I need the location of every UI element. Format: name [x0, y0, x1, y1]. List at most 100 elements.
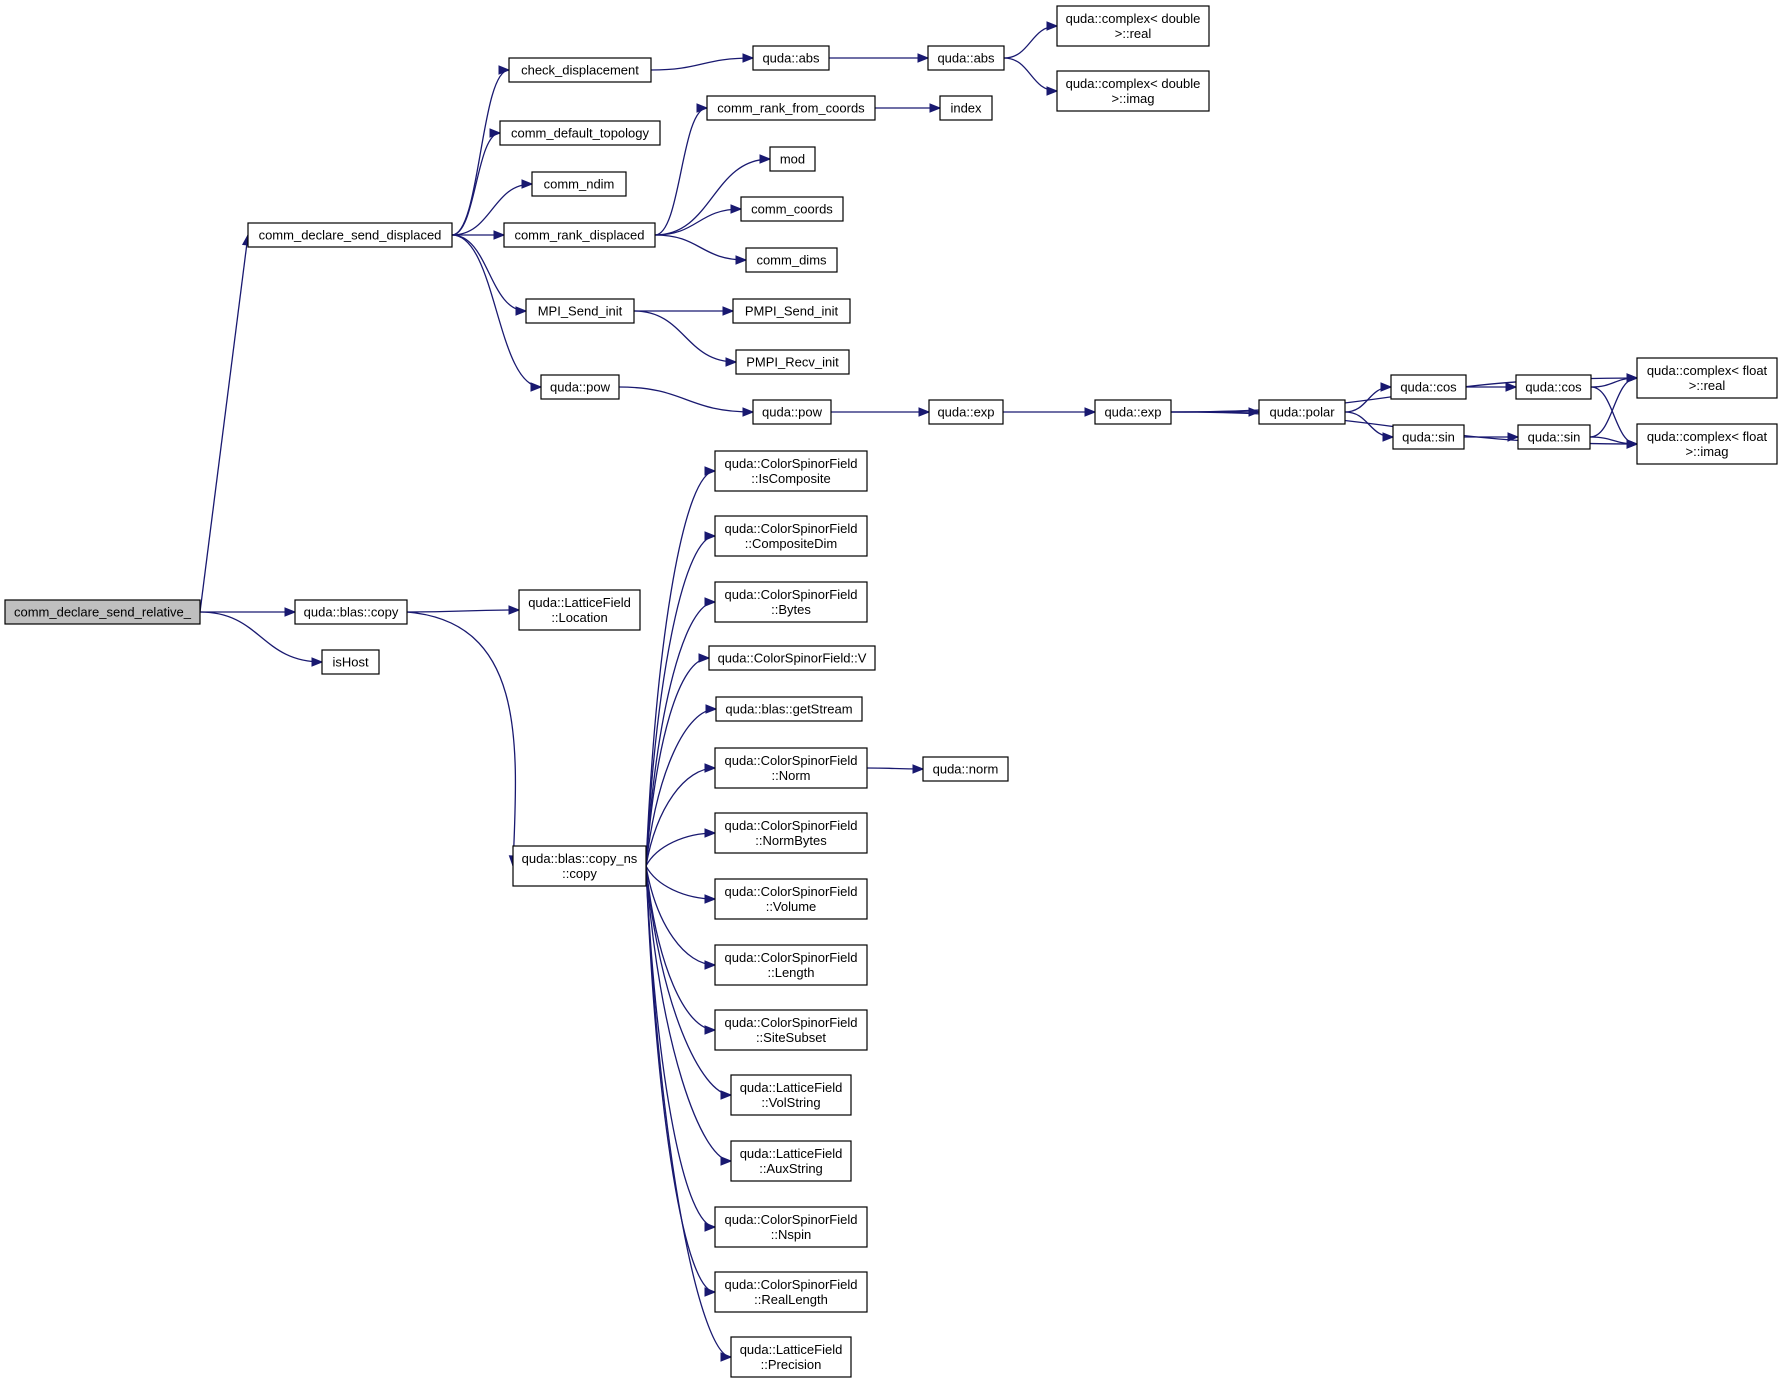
edge-line [645, 601, 716, 867]
node-ndim[interactable]: comm_ndim [531, 171, 627, 197]
node-label: >::imag [1112, 91, 1155, 106]
edge-copyns-to-volume [645, 865, 717, 904]
node-sin2[interactable]: quda::sin [1517, 424, 1591, 450]
node-cdt[interactable]: comm_default_topology [499, 120, 661, 146]
node-abs2[interactable]: quda::abs [927, 45, 1005, 71]
node-label: quda::ColorSpinorField [725, 521, 858, 536]
edge-line [451, 234, 542, 388]
node-root[interactable]: comm_declare_send_relative_ [4, 599, 201, 625]
node-label: quda::blas::copy_ns [522, 851, 638, 866]
arrow-head-icon [704, 1222, 717, 1232]
arrow-head-icon [1507, 432, 1520, 442]
edge-copyns-to-norm [645, 763, 717, 867]
arrow-head-icon [284, 607, 297, 617]
node-cdimag[interactable]: quda::complex< double>::imag [1056, 70, 1210, 112]
edge-crfc-to-index [874, 103, 942, 113]
edge-abs2-to-cdimag [1003, 57, 1059, 96]
node-box [752, 45, 830, 71]
node-blascopy[interactable]: quda::blas::copy [294, 599, 408, 625]
arrow-head-icon [1046, 86, 1059, 96]
node-cfimag[interactable]: quda::complex< float>::imag [1636, 423, 1778, 465]
node-label: >::real [1689, 378, 1726, 393]
node-cdsd[interactable]: comm_declare_send_displaced [247, 222, 453, 248]
node-polar[interactable]: quda::polar [1258, 399, 1346, 425]
arrow-head-icon [515, 306, 528, 316]
node-coords[interactable]: comm_coords [740, 196, 844, 222]
node-sin1[interactable]: quda::sin [1392, 424, 1465, 450]
node-exp1[interactable]: quda::exp [928, 399, 1004, 425]
node-box [922, 756, 1009, 782]
node-exp2[interactable]: quda::exp [1094, 399, 1172, 425]
node-pmpirecv[interactable]: PMPI_Recv_init [735, 349, 850, 375]
node-mod[interactable]: mod [769, 146, 816, 172]
arrow-head-icon [1248, 407, 1261, 417]
node-label: quda::ColorSpinorField [725, 456, 858, 471]
node-label: quda::complex< float [1647, 363, 1768, 378]
node-compdim[interactable]: quda::ColorSpinorField::CompositeDim [714, 515, 868, 557]
node-cos2[interactable]: quda::cos [1515, 374, 1592, 400]
node-normbytes[interactable]: quda::ColorSpinorField::NormBytes [714, 812, 868, 854]
node-iscomp[interactable]: quda::ColorSpinorField::IsComposite [714, 450, 868, 492]
node-label: quda::ColorSpinorField [725, 1277, 858, 1292]
node-ishost[interactable]: isHost [321, 649, 380, 675]
node-label: quda::ColorSpinorField [725, 950, 858, 965]
edge-copyns-to-length [645, 865, 717, 970]
node-cfreal[interactable]: quda::complex< float>::real [1636, 357, 1778, 399]
arrow-head-icon [1626, 373, 1639, 383]
arrow-head-icon [1505, 382, 1518, 392]
node-copyns[interactable]: quda::blas::copy_ns::copy [512, 845, 647, 887]
node-check[interactable]: check_displacement [508, 57, 652, 83]
node-box [294, 599, 408, 625]
node-label: quda::complex< double [1066, 11, 1201, 26]
node-label: ::RealLength [754, 1292, 828, 1307]
node-index[interactable]: index [939, 95, 993, 121]
node-box [714, 878, 868, 920]
arrow-head-icon [730, 204, 743, 214]
node-getstream[interactable]: quda::blas::getStream [715, 696, 863, 722]
node-nspin[interactable]: quda::ColorSpinorField::Nspin [714, 1206, 868, 1248]
node-norm[interactable]: quda::ColorSpinorField::Norm [714, 747, 868, 789]
node-precision[interactable]: quda::LatticeField::Precision [730, 1336, 852, 1378]
node-label: quda::exp [937, 405, 994, 420]
node-volume[interactable]: quda::ColorSpinorField::Volume [714, 878, 868, 920]
edge-line [645, 708, 717, 867]
node-box [714, 812, 868, 854]
node-pow2[interactable]: quda::pow [752, 399, 832, 425]
node-label: ::VolString [761, 1095, 820, 1110]
node-auxstring[interactable]: quda::LatticeField::AuxString [730, 1140, 852, 1182]
edge-pow2-to-exp1 [831, 407, 931, 417]
node-box [499, 120, 661, 146]
node-label: comm_ndim [544, 177, 615, 192]
node-label: ::Volume [766, 899, 817, 914]
edge-line [645, 865, 732, 1358]
node-reallength[interactable]: quda::ColorSpinorField::RealLength [714, 1271, 868, 1313]
arrow-head-icon [742, 53, 755, 63]
arrow-head-icon [735, 255, 748, 265]
node-volstring[interactable]: quda::LatticeField::VolString [730, 1074, 852, 1116]
node-box [714, 944, 868, 986]
node-pow1[interactable]: quda::pow [540, 374, 620, 400]
node-cos1[interactable]: quda::cos [1390, 374, 1467, 400]
node-bytes[interactable]: quda::ColorSpinorField::Bytes [714, 581, 868, 623]
node-length[interactable]: quda::ColorSpinorField::Length [714, 944, 868, 986]
node-qnorm[interactable]: quda::norm [922, 756, 1009, 782]
edge-cos1-to-cos2 [1465, 382, 1518, 392]
edge-sin2-to-cfreal [1589, 373, 1639, 438]
node-crfc[interactable]: comm_rank_from_coords [706, 95, 876, 121]
node-location[interactable]: quda::LatticeField::Location [518, 589, 641, 631]
node-v[interactable]: quda::ColorSpinorField::V [708, 645, 876, 671]
node-mpisend[interactable]: MPI_Send_init [525, 298, 635, 324]
node-cdreal[interactable]: quda::complex< double>::real [1056, 5, 1210, 47]
node-box [1636, 423, 1778, 465]
node-sitesubset[interactable]: quda::ColorSpinorField::SiteSubset [714, 1009, 868, 1051]
node-box [1636, 357, 1778, 399]
node-abs1[interactable]: quda::abs [752, 45, 830, 71]
node-dims[interactable]: comm_dims [745, 247, 838, 273]
node-pmpisend[interactable]: PMPI_Send_init [732, 298, 851, 324]
node-crd[interactable]: comm_rank_displaced [503, 222, 656, 248]
edge-copyns-to-v [645, 653, 711, 867]
arrow-head-icon [720, 1156, 733, 1166]
node-label: MPI_Send_init [538, 304, 623, 319]
edge-line [654, 208, 742, 236]
node-label: ::AuxString [759, 1161, 823, 1176]
